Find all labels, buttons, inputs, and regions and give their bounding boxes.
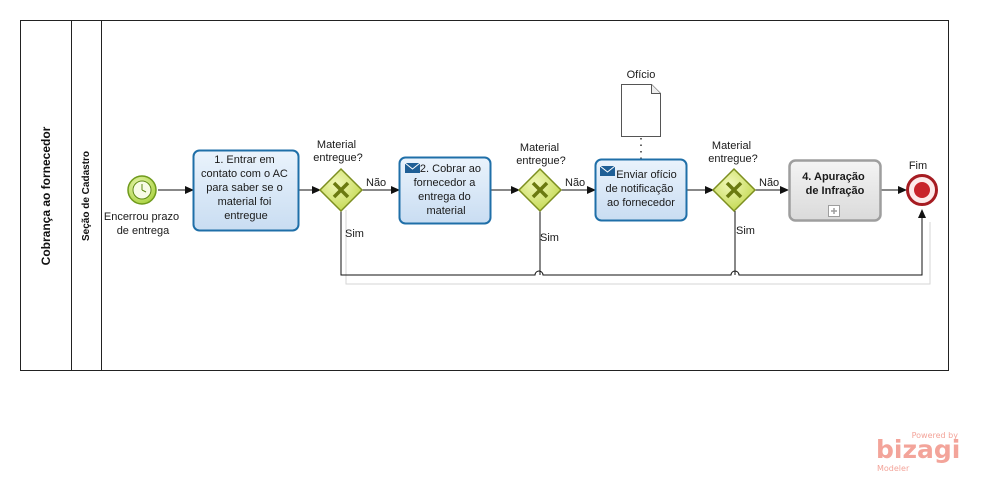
- data-object-label: Ofício: [627, 69, 656, 81]
- data-object-oficio[interactable]: [621, 84, 661, 137]
- subprocess-4[interactable]: 4. Apuração de Infração: [788, 159, 882, 222]
- task-3-label: Enviar ofício de notificação ao forneced…: [606, 169, 680, 209]
- exclusive-x-icon: [332, 181, 350, 199]
- gateway-1-no-label: Não: [366, 177, 386, 189]
- exclusive-x-icon: [725, 181, 743, 199]
- bizagi-logo: bizagi: [876, 435, 960, 464]
- task-1-label: 1. Entrar em contato com o AC para saber…: [201, 154, 291, 222]
- task-1[interactable]: 1. Entrar em contato com o AC para saber…: [192, 149, 300, 232]
- end-event[interactable]: [906, 174, 938, 206]
- flow-gw1-yes: [340, 209, 926, 276]
- powered-by-text: Powered by: [912, 431, 959, 440]
- sim-flow-shadow: [345, 210, 931, 285]
- gateway-2[interactable]: [517, 167, 563, 213]
- pool-title: Cobrança ao fornecedor: [39, 126, 53, 265]
- timer-icon: [132, 180, 152, 200]
- gateway-3[interactable]: [711, 167, 757, 213]
- gateway-2-question: Material entregue?: [516, 142, 566, 167]
- gateway-3-yes-label: Sim: [736, 225, 755, 237]
- gateway-3-question: Material entregue?: [708, 140, 758, 165]
- lane-title: Seção de Cadastro: [81, 151, 92, 241]
- gateway-3-no-label: Não: [759, 177, 779, 189]
- gateway-1-yes-label: Sim: [345, 228, 364, 240]
- gateway-2-no-label: Não: [565, 177, 585, 189]
- send-message-icon: [599, 165, 616, 176]
- modeler-text: Modeler: [877, 464, 910, 473]
- gateway-1-question: Material entregue?: [313, 139, 363, 164]
- expand-plus-icon[interactable]: [828, 205, 840, 217]
- exclusive-x-icon: [531, 181, 549, 199]
- gateway-2-yes-label: Sim: [540, 232, 559, 244]
- task-2[interactable]: 2. Cobrar ao fornecedor a entrega do mat…: [398, 156, 492, 225]
- task-2-label: 2. Cobrar ao fornecedor a entrega do mat…: [414, 163, 485, 217]
- subprocess-4-label: 4. Apuração de Infração: [802, 171, 868, 197]
- send-message-icon: [404, 162, 421, 173]
- task-3[interactable]: Enviar ofício de notificação ao forneced…: [594, 158, 688, 222]
- start-event-label: Encerrou prazo de entrega: [104, 211, 182, 237]
- end-event-label: Fim: [909, 160, 927, 172]
- gateway-1[interactable]: [318, 167, 364, 213]
